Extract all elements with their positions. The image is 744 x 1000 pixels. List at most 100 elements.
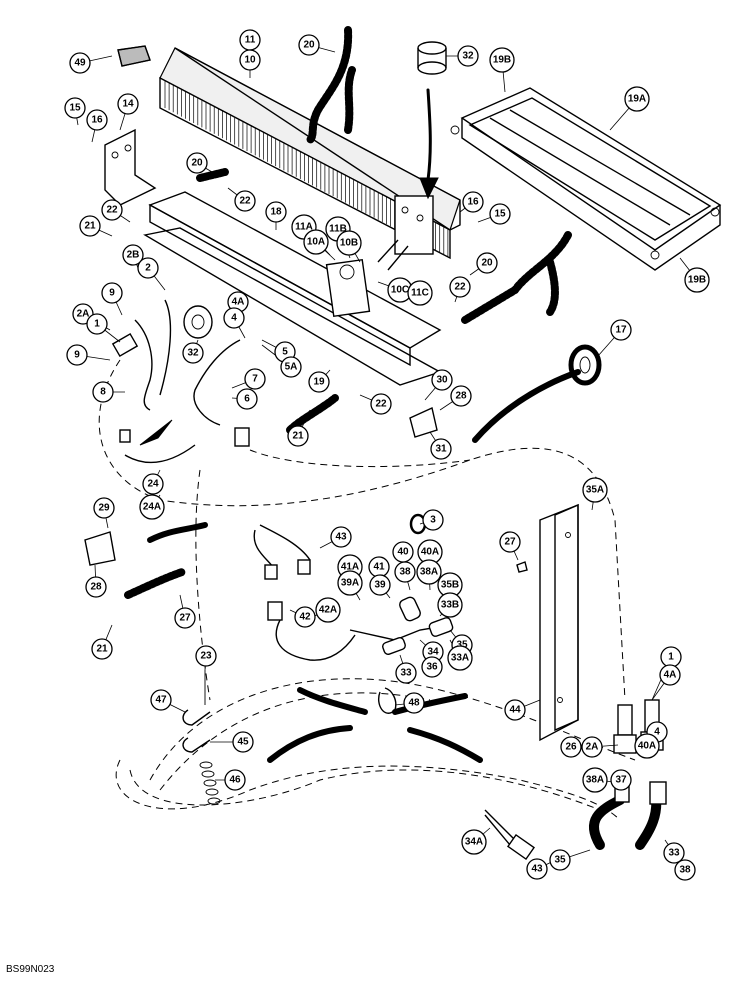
callout-20: 20	[476, 252, 498, 274]
svg-text:32: 32	[462, 51, 474, 62]
svg-text:41A: 41A	[341, 562, 359, 573]
svg-text:39: 39	[374, 580, 386, 591]
callout-15: 15	[489, 203, 511, 225]
callout-39a: 39A	[337, 570, 363, 596]
svg-text:16: 16	[91, 115, 103, 126]
svg-text:4A: 4A	[232, 297, 245, 308]
callout-38: 38	[674, 859, 696, 881]
callout-11c: 11C	[407, 280, 433, 306]
callout-24a: 24A	[139, 494, 165, 520]
wire-harness-drawing	[253, 513, 536, 861]
svg-text:47: 47	[155, 695, 167, 706]
callout-40a: 40A	[417, 539, 443, 565]
callout-22: 22	[234, 190, 256, 212]
svg-text:30: 30	[436, 375, 448, 386]
svg-text:28: 28	[90, 582, 102, 593]
svg-text:11B: 11B	[329, 224, 347, 235]
svg-text:40: 40	[397, 547, 409, 558]
callout-37: 37	[610, 769, 632, 791]
callout-1: 1	[660, 646, 682, 668]
svg-text:35: 35	[554, 855, 566, 866]
svg-text:20: 20	[481, 258, 493, 269]
svg-text:3: 3	[430, 515, 436, 526]
svg-text:7: 7	[252, 374, 258, 385]
callout-17: 17	[610, 319, 632, 341]
svg-text:42: 42	[299, 612, 311, 623]
valve-lines-drawing	[111, 299, 250, 463]
svg-text:10: 10	[244, 55, 256, 66]
callout-38a: 38A	[416, 559, 442, 585]
callout-34a: 34A	[461, 829, 487, 855]
callout-19a: 19A	[624, 86, 650, 112]
callout-43: 43	[526, 858, 548, 880]
callout-21: 21	[79, 215, 101, 237]
svg-text:36: 36	[426, 662, 438, 673]
callout-20: 20	[298, 34, 320, 56]
callout-23: 23	[195, 645, 217, 667]
svg-text:24A: 24A	[143, 502, 161, 513]
callout-24: 24	[142, 473, 164, 495]
svg-text:49: 49	[74, 58, 86, 69]
callout-2b: 2B	[122, 244, 144, 266]
callout-43: 43	[330, 526, 352, 548]
svg-text:35B: 35B	[441, 580, 459, 591]
svg-text:38A: 38A	[420, 567, 438, 578]
svg-text:5: 5	[282, 347, 288, 358]
svg-text:2: 2	[145, 263, 151, 274]
svg-text:39A: 39A	[341, 578, 359, 589]
callout-18: 18	[265, 201, 287, 223]
svg-text:43: 43	[531, 864, 543, 875]
svg-text:19A: 19A	[628, 94, 646, 105]
drain-tray-drawing	[143, 191, 442, 386]
callout-47: 47	[150, 689, 172, 711]
svg-text:45: 45	[237, 737, 249, 748]
callout-9: 9	[101, 282, 123, 304]
callout-21: 21	[287, 425, 309, 447]
svg-text:9: 9	[74, 350, 80, 361]
svg-text:41: 41	[373, 562, 385, 573]
svg-text:38: 38	[399, 567, 411, 578]
callout-4a: 4A	[659, 664, 681, 686]
svg-text:19B: 19B	[688, 275, 706, 286]
callout-10: 10	[239, 49, 261, 71]
callout-21: 21	[91, 638, 113, 660]
filter-block-drawing	[117, 45, 151, 67]
callout-38a: 38A	[582, 767, 608, 793]
svg-text:17: 17	[615, 325, 627, 336]
callout-19: 19	[308, 371, 330, 393]
svg-text:21: 21	[84, 221, 96, 232]
callout-16: 16	[86, 109, 108, 131]
svg-text:20: 20	[191, 158, 203, 169]
clamps-drawing	[84, 407, 438, 805]
callout-29: 29	[93, 497, 115, 519]
svg-text:11C: 11C	[411, 288, 429, 299]
svg-text:33A: 33A	[451, 653, 469, 664]
callout-8: 8	[92, 381, 114, 403]
svg-text:4: 4	[231, 313, 237, 324]
svg-text:28: 28	[455, 391, 467, 402]
callout-14: 14	[117, 93, 139, 115]
callout-19b: 19B	[489, 47, 515, 73]
svg-text:21: 21	[96, 644, 108, 655]
route-marks-drawing	[147, 369, 662, 850]
callout-48: 48	[403, 692, 425, 714]
callout-33b: 33B	[437, 592, 463, 618]
svg-text:35A: 35A	[586, 485, 604, 496]
channel-bracket-drawing	[516, 503, 579, 742]
svg-text:32: 32	[187, 348, 199, 359]
svg-text:40A: 40A	[421, 547, 439, 558]
svg-text:6: 6	[244, 394, 250, 405]
svg-text:2B: 2B	[127, 250, 140, 261]
svg-text:5A: 5A	[285, 362, 298, 373]
svg-text:22: 22	[375, 399, 387, 410]
duct-bracket-drawing	[450, 87, 722, 271]
callout-42: 42	[294, 606, 316, 628]
svg-text:4: 4	[654, 727, 660, 738]
callout-7: 7	[244, 368, 266, 390]
svg-text:27: 27	[504, 537, 516, 548]
svg-text:43: 43	[335, 532, 347, 543]
callout-33a: 33A	[447, 645, 473, 671]
svg-text:22: 22	[106, 205, 118, 216]
callout-3: 3	[422, 509, 444, 531]
